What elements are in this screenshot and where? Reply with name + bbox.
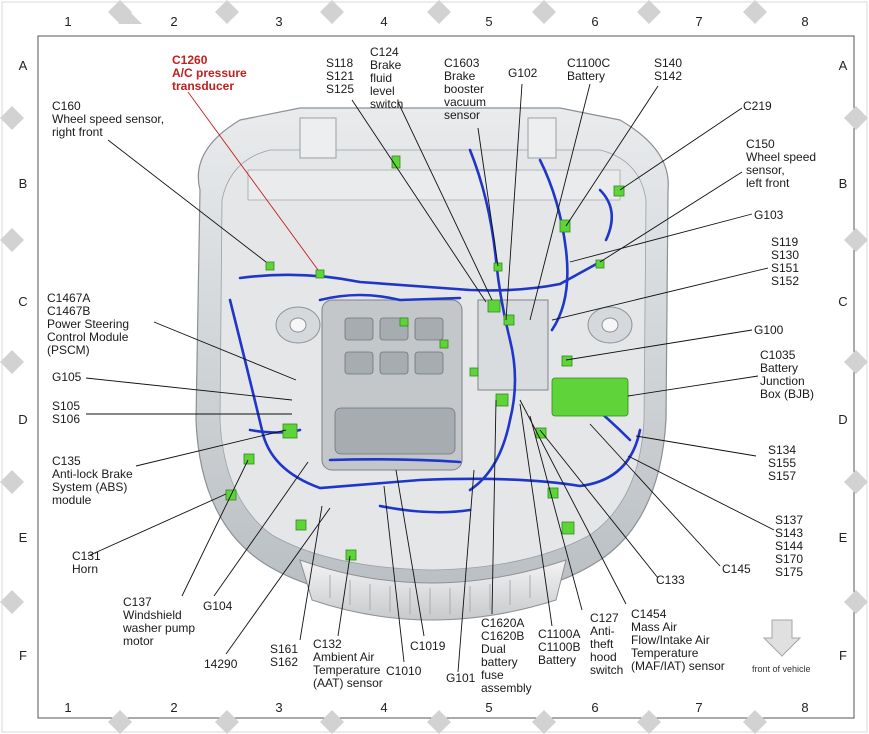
callout-c137: C137 Windshield washer pump motor: [123, 595, 196, 648]
callout-s118: S118 S121 S125: [326, 56, 355, 96]
row-label: E: [18, 530, 28, 545]
battery-junction-box: [551, 377, 629, 417]
column-label: 7: [695, 14, 703, 29]
front-of-vehicle-arrow-icon: [762, 619, 802, 657]
column-label: 4: [380, 700, 388, 715]
callout-s105: S105 S106: [52, 399, 81, 426]
row-label: A: [838, 58, 848, 73]
callout-g101: G101: [446, 671, 476, 685]
callout-c1260: C1260 A/C pressure transducer: [172, 53, 247, 93]
column-label: 1: [64, 14, 72, 29]
callout-c1467: C1467A C1467B Power Steering Control Mod…: [47, 291, 130, 357]
callout-s140: S140 S142: [654, 56, 683, 83]
callout-c133: C133: [656, 573, 685, 587]
column-label: 8: [801, 700, 809, 715]
row-label: B: [838, 176, 848, 191]
callout-c1010: C1010: [386, 664, 422, 678]
row-label: D: [18, 412, 28, 427]
callout-c132: C132 Ambient Air Temperature (AAT) senso…: [313, 637, 383, 690]
row-label: C: [838, 294, 848, 309]
callout-c160: C160 Wheel speed sensor, right front: [52, 99, 165, 139]
callout-g102: G102: [508, 66, 538, 80]
column-label: 4: [380, 14, 388, 29]
callout-c127: C127 Anti- theft hood switch: [590, 611, 624, 677]
column-label: 6: [591, 14, 599, 29]
row-label: A: [18, 58, 28, 73]
row-label: F: [839, 648, 847, 663]
callout-c135: C135 Anti-lock Brake System (ABS) module: [52, 454, 133, 507]
column-label: 5: [485, 14, 493, 29]
front-of-vehicle-label: front of vehicle: [752, 664, 811, 674]
column-label: 2: [170, 14, 178, 29]
callout-g105: G105: [52, 370, 82, 384]
callout-c1603: C1603 Brake booster vacuum sensor: [444, 56, 487, 122]
callout-c1019: C1019: [410, 639, 446, 653]
callout-c219: C219: [743, 99, 772, 113]
vehicle-front-end: [195, 107, 669, 621]
callout-c1454: C1454 Mass Air Flow/Intake Air Temperatu…: [631, 607, 725, 673]
callout-14290: 14290: [204, 657, 238, 671]
row-label: C: [18, 294, 28, 309]
column-label: 6: [591, 700, 599, 715]
row-label: F: [19, 648, 27, 663]
callout-s134: S134 S155 S157: [768, 443, 797, 483]
row-label: D: [838, 412, 848, 427]
callout-g103: G103: [754, 208, 784, 222]
column-label: 3: [275, 14, 283, 29]
callout-s161: S161 S162: [270, 642, 299, 669]
callout-g104: G104: [203, 599, 233, 613]
callout-c1035: C1035 Battery Junction Box (BJB): [760, 348, 815, 401]
row-label: B: [18, 176, 28, 191]
wiring-harness: [228, 148, 642, 514]
callout-c124: C124 Brake fluid level switch: [370, 45, 404, 111]
connectors: [225, 155, 629, 561]
callout-g100: G100: [754, 323, 784, 337]
callout-c150: C150 Wheel speed sensor, left front: [746, 137, 817, 190]
callout-c131: C131 Horn: [72, 549, 101, 576]
callout-leaders: [85, 83, 775, 673]
callout-c1620: C1620A C1620B Dual battery fuse assembly: [481, 616, 532, 695]
column-label: 7: [695, 700, 703, 715]
column-label: 1: [64, 700, 72, 715]
callout-c1100a: C1100A C1100B Battery: [538, 627, 581, 667]
callout-c1100c: C1100C Battery: [567, 56, 611, 83]
column-label: 3: [275, 700, 283, 715]
callout-c145: C145: [722, 562, 751, 576]
callout-s119: S119 S130 S151 S152: [771, 235, 800, 288]
column-label: 8: [801, 14, 809, 29]
column-label: 5: [485, 700, 493, 715]
row-label: E: [838, 530, 848, 545]
callout-s137: S137 S143 S144 S170 S175: [775, 513, 804, 579]
column-label: 2: [170, 700, 178, 715]
